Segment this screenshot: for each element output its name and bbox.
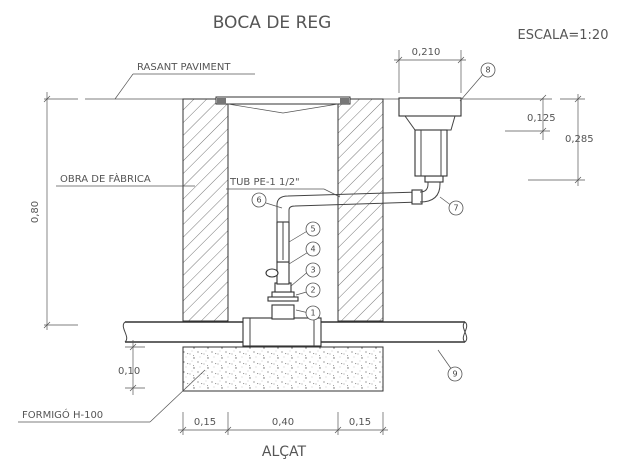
svg-text:8: 8 (485, 66, 490, 75)
svg-text:0,10: 0,10 (118, 366, 140, 377)
svg-text:0,40: 0,40 (272, 417, 294, 428)
svg-text:2: 2 (310, 286, 315, 295)
callout-9: 9 (447, 366, 463, 382)
left-wall (182, 98, 229, 322)
callout-3: 3 (305, 262, 321, 278)
callout-6: 6 (251, 192, 267, 208)
pe-pipe (276, 175, 444, 222)
callout-1: 1 (305, 305, 321, 321)
callout-7: 7 (448, 200, 464, 216)
manhole-cover (215, 96, 351, 114)
svg-text:7: 7 (453, 204, 458, 213)
rasant-annotation: RASANT PAVIMENT (114, 62, 255, 100)
obra-annotation: OBRA DE FÀBRICA (56, 172, 195, 187)
dim-top-width: 0,210 (394, 47, 466, 93)
svg-text:TUB PE-1 1/2": TUB PE-1 1/2" (229, 177, 300, 188)
svg-text:0,15: 0,15 (349, 417, 371, 428)
svg-text:5: 5 (310, 225, 315, 234)
callout-8: 8 (480, 62, 496, 78)
formigo-annotation: FORMIGÓ H-100 (18, 369, 206, 423)
svg-text:0,125: 0,125 (527, 113, 556, 124)
svg-text:OBRA DE FÀBRICA: OBRA DE FÀBRICA (60, 172, 151, 185)
dim-bottom: 0,15 0,40 0,15 (178, 412, 388, 435)
tee-fitting (242, 304, 322, 347)
hydrant-body (398, 97, 462, 177)
svg-text:4: 4 (310, 245, 315, 254)
svg-text:0,80: 0,80 (30, 201, 41, 223)
dim-base-height: 0,10 (118, 340, 145, 395)
callout-2: 2 (305, 282, 321, 298)
concrete-base (182, 346, 384, 392)
scale-label: ESCALA=1:20 (518, 28, 609, 43)
right-wall (337, 98, 384, 322)
svg-text:0,285: 0,285 (565, 134, 594, 145)
svg-text:FORMIGÓ H-100: FORMIGÓ H-100 (22, 408, 103, 421)
svg-text:1: 1 (310, 309, 315, 318)
callout-4: 4 (305, 241, 321, 257)
svg-text:RASANT PAVIMENT: RASANT PAVIMENT (137, 62, 231, 73)
svg-text:6: 6 (256, 196, 261, 205)
dim-right: 0,125 0,285 (505, 94, 594, 186)
view-label: ALÇAT (262, 444, 307, 460)
leader-lines (265, 71, 486, 371)
callout-5: 5 (305, 221, 321, 237)
dim-left-height: 0,80 (30, 92, 78, 330)
tub-annotation: TUB PE-1 1/2" (226, 177, 341, 198)
svg-text:0,15: 0,15 (194, 417, 216, 428)
svg-text:3: 3 (310, 266, 315, 275)
riser-assembly (265, 221, 299, 302)
svg-text:0,210: 0,210 (412, 47, 441, 58)
drawing-title: BOCA DE REG (213, 13, 332, 33)
svg-text:9: 9 (452, 370, 457, 379)
